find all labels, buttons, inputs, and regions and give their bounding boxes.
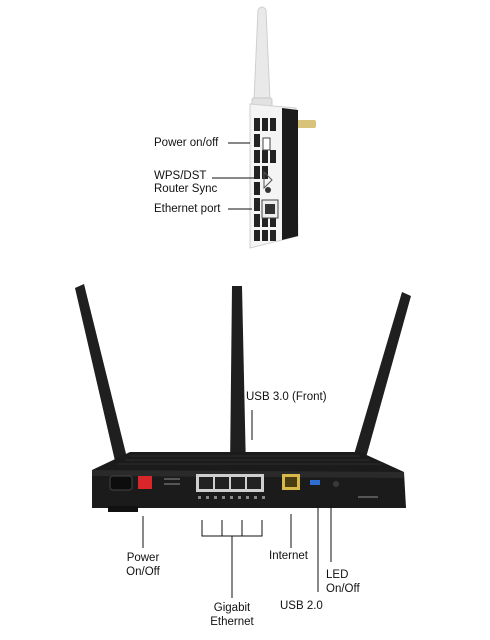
router-antenna-left bbox=[75, 284, 130, 474]
router-gigabit-label-line2: Ethernet bbox=[210, 616, 254, 628]
extender-side-connector bbox=[296, 120, 316, 128]
extender-wps-triangle bbox=[263, 170, 273, 190]
router-gigabit-label-line1: Gigabit bbox=[213, 602, 251, 614]
router-led-label-line2: On/Off bbox=[326, 583, 360, 595]
extender-wps-label-line2: Router Sync bbox=[154, 183, 218, 195]
extender-antenna bbox=[253, 6, 271, 101]
router-usb3-label: USB 3.0 (Front) bbox=[246, 391, 327, 403]
router-antenna-right bbox=[350, 292, 411, 472]
extender-power-switch bbox=[262, 137, 271, 151]
router-power-socket bbox=[109, 475, 133, 491]
router-usb3-port bbox=[310, 480, 320, 485]
router-power-label-line1: Power bbox=[126, 552, 160, 564]
router-usb2-label: USB 2.0 bbox=[280, 600, 323, 612]
router-power-switch bbox=[138, 476, 152, 489]
router-internet-label: Internet bbox=[269, 550, 308, 562]
router-antenna-center bbox=[230, 286, 246, 470]
router-power-label-line2: On/Off bbox=[126, 566, 160, 578]
extender-wps-button bbox=[265, 187, 271, 193]
extender-ethernet-label: Ethernet port bbox=[154, 203, 221, 215]
router-led-button bbox=[333, 481, 339, 487]
router-led-label-line1: LED bbox=[326, 569, 349, 581]
extender-wps-label-line1: WPS/DST bbox=[154, 170, 207, 182]
extender-power-label: Power on/off bbox=[154, 137, 219, 149]
